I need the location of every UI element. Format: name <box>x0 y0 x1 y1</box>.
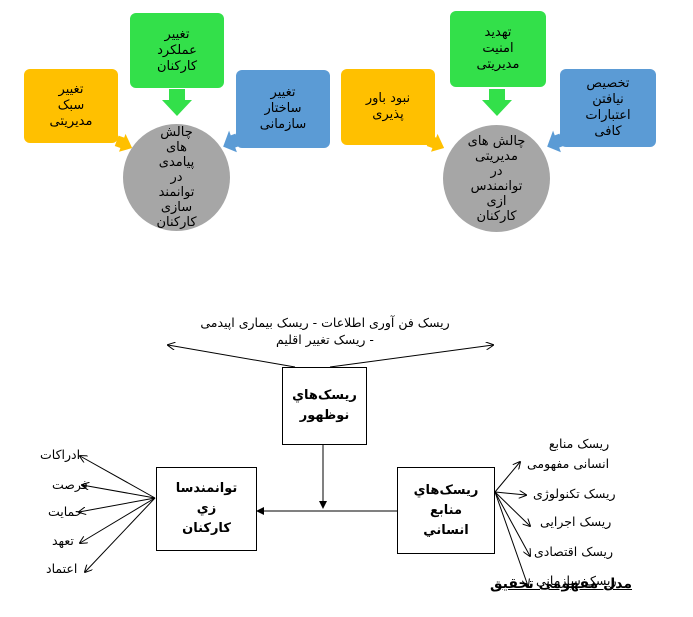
emergent-risk-list-text: ریسک فن آوری اطلاعات - ریسک بیماری اپیدم… <box>200 315 450 347</box>
arrow-hr-4 <box>494 491 530 556</box>
arrow-emergent-up-right <box>329 345 493 368</box>
box-management-style-change: تغییر سبک مدیریتی <box>24 69 118 143</box>
arrow-emergent-up-left <box>168 345 296 368</box>
arrow-empower-3 <box>79 497 156 512</box>
circle-consequential-challenges: چالش های پیامدی در توانمند سازی کارکنان <box>123 124 230 231</box>
arrow-empower-2 <box>82 485 156 499</box>
figure-caption: مدل مفهومی تحقیق <box>490 576 633 592</box>
box-organizational-structure-change: تغییر ساختار سازمانی <box>236 70 330 148</box>
box-hr-risks: ریسک‌هاي منابع انساني <box>397 467 495 554</box>
arrow-hr-2 <box>494 492 526 495</box>
box-empowerment: توانمندسا زي کارکنان <box>156 467 257 551</box>
box-emergent-risks: ریسک‌هاي نوظهور <box>282 367 367 445</box>
label-organizational-risk: ریسک سازمانی <box>536 573 617 588</box>
arrow-empower-5 <box>85 497 156 572</box>
arrow-empower-4 <box>80 497 156 543</box>
arrow-hr-5 <box>494 491 528 586</box>
arrow-hr-3 <box>494 491 530 526</box>
arrow-empower-1 <box>80 456 156 499</box>
arrow-orange-left <box>114 133 133 152</box>
arrow-blue-left <box>223 130 240 153</box>
arrow-green-down-right <box>482 89 512 116</box>
label-conceptual-hr-risk: ریسک منابع انسانی مفهومی <box>527 436 610 471</box>
label-support: حمایت <box>48 504 83 519</box>
label-technology-risk: ریسک تکنولوژی <box>533 486 616 501</box>
label-opportunity: فرصت <box>52 477 88 492</box>
label-executive-risk: ریسک اجرایی <box>540 514 612 529</box>
box-staff-performance-change: تغییر عملکرد کارکنان <box>130 13 224 88</box>
arrow-blue-right <box>547 130 564 153</box>
circle-managerial-challenges: چالش های مدیریتی در توانمندس ازی کارکنان <box>443 125 550 232</box>
box-lack-of-credibility: نبود باور پذیری <box>341 69 435 145</box>
arrow-green-down-left <box>162 89 192 116</box>
arrow-hr-1 <box>494 462 520 493</box>
box-insufficient-credit-allocation: تخصیص نیافتن اعتبارات کافی <box>560 69 656 147</box>
label-perceptions: ادراکات <box>40 447 81 462</box>
label-trust: اعتماد <box>46 561 78 576</box>
label-economic-risk: ریسک اقتصادی <box>534 544 614 559</box>
label-commitment: تعهد <box>52 533 74 548</box>
box-management-security-threat: تهدید امنیت مدیریتی <box>450 11 546 87</box>
